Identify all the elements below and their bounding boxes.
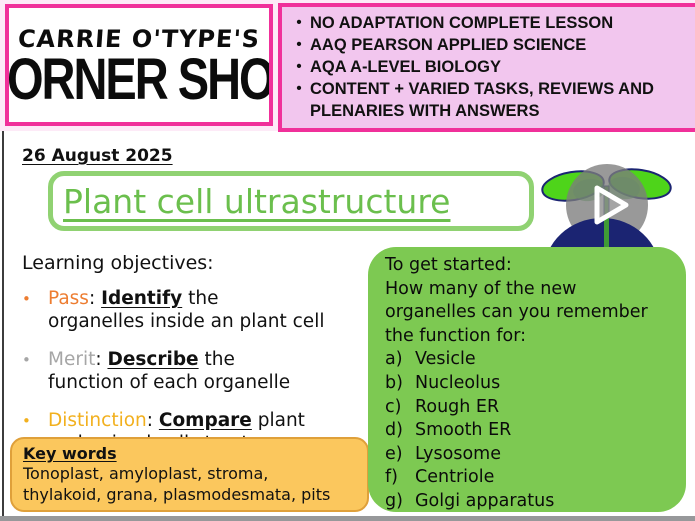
objective-pass: • Pass: Identify the organelles inside a… — [22, 288, 325, 332]
starter-item: c)Rough ER — [385, 396, 500, 417]
objective-verb: Compare — [158, 410, 252, 431]
bullet-dot-icon: • — [296, 58, 302, 75]
product-info-panel: • NO ADAPTATION COMPLETE LESSON • AAQ PE… — [278, 3, 695, 132]
objectives-heading: Learning objectives: — [22, 252, 214, 274]
starter-item: a)Vesicle — [385, 349, 476, 370]
starter-item: d)Smooth ER — [385, 420, 512, 441]
play-icon[interactable] — [594, 185, 629, 225]
starter-item: f)Centriole — [385, 467, 495, 488]
info-bullet: • AAQ PEARSON APPLIED SCIENCE — [288, 34, 693, 56]
bullet-dot-icon: • — [296, 36, 302, 53]
objective-level: Pass — [48, 288, 89, 309]
objective-level: Merit — [48, 349, 96, 370]
starter-item: e)Lysosome — [385, 443, 501, 464]
top-banner: CARRIE O'TYPE'S CORNER SHOP • NO ADAPTAT… — [0, 0, 695, 132]
bullet-dot-icon: • — [22, 290, 31, 308]
bullet-dot-icon: • — [22, 412, 31, 430]
info-bullet: • CONTENT + VARIED TASKS, REVIEWS AND PL… — [288, 78, 693, 122]
corner-shop-logo: CARRIE O'TYPE'S CORNER SHOP — [5, 4, 273, 126]
stem-lower — [604, 216, 609, 260]
bullet-dot-icon: • — [296, 14, 302, 31]
key-words-list: Tonoplast, amyloplast, stroma, thylakoid… — [23, 464, 331, 504]
info-bullet: • AQA A-LEVEL BIOLOGY — [288, 56, 693, 78]
starter-line: organelles can you remember — [385, 302, 648, 323]
logo-line2: CORNER SHOP — [6, 44, 273, 112]
key-words-box: Key words Tonoplast, amyloplast, stroma,… — [10, 437, 369, 512]
slide-date: 26 August 2025 — [22, 146, 173, 166]
bullet-dot-icon: • — [22, 351, 31, 369]
objective-level: Distinction — [48, 410, 147, 431]
starter-line: the function for: — [385, 325, 526, 346]
starter-item: g)Golgi apparatus — [385, 490, 555, 511]
starter-item: b)Nucleolus — [385, 372, 501, 393]
objective-verb: Describe — [107, 349, 199, 370]
slide-title-box: Plant cell ultrastructure — [48, 171, 534, 231]
key-words-heading: Key words — [23, 444, 117, 463]
seedling-video-thumbnail — [541, 164, 672, 262]
starter-task-box: To get started: How many of the new orga… — [368, 247, 686, 512]
starter-line: To get started: — [385, 255, 512, 275]
slide-left-border — [2, 131, 4, 521]
objective-verb: Identify — [101, 288, 183, 309]
slide-title: Plant cell ultrastructure — [63, 181, 451, 221]
info-bullet: • NO ADAPTATION COMPLETE LESSON — [288, 12, 693, 34]
bottom-gray-strip — [0, 516, 695, 521]
bullet-dot-icon: • — [296, 80, 302, 97]
objective-merit: • Merit: Describe the function of each o… — [22, 349, 291, 393]
starter-line: How many of the new — [385, 278, 577, 299]
